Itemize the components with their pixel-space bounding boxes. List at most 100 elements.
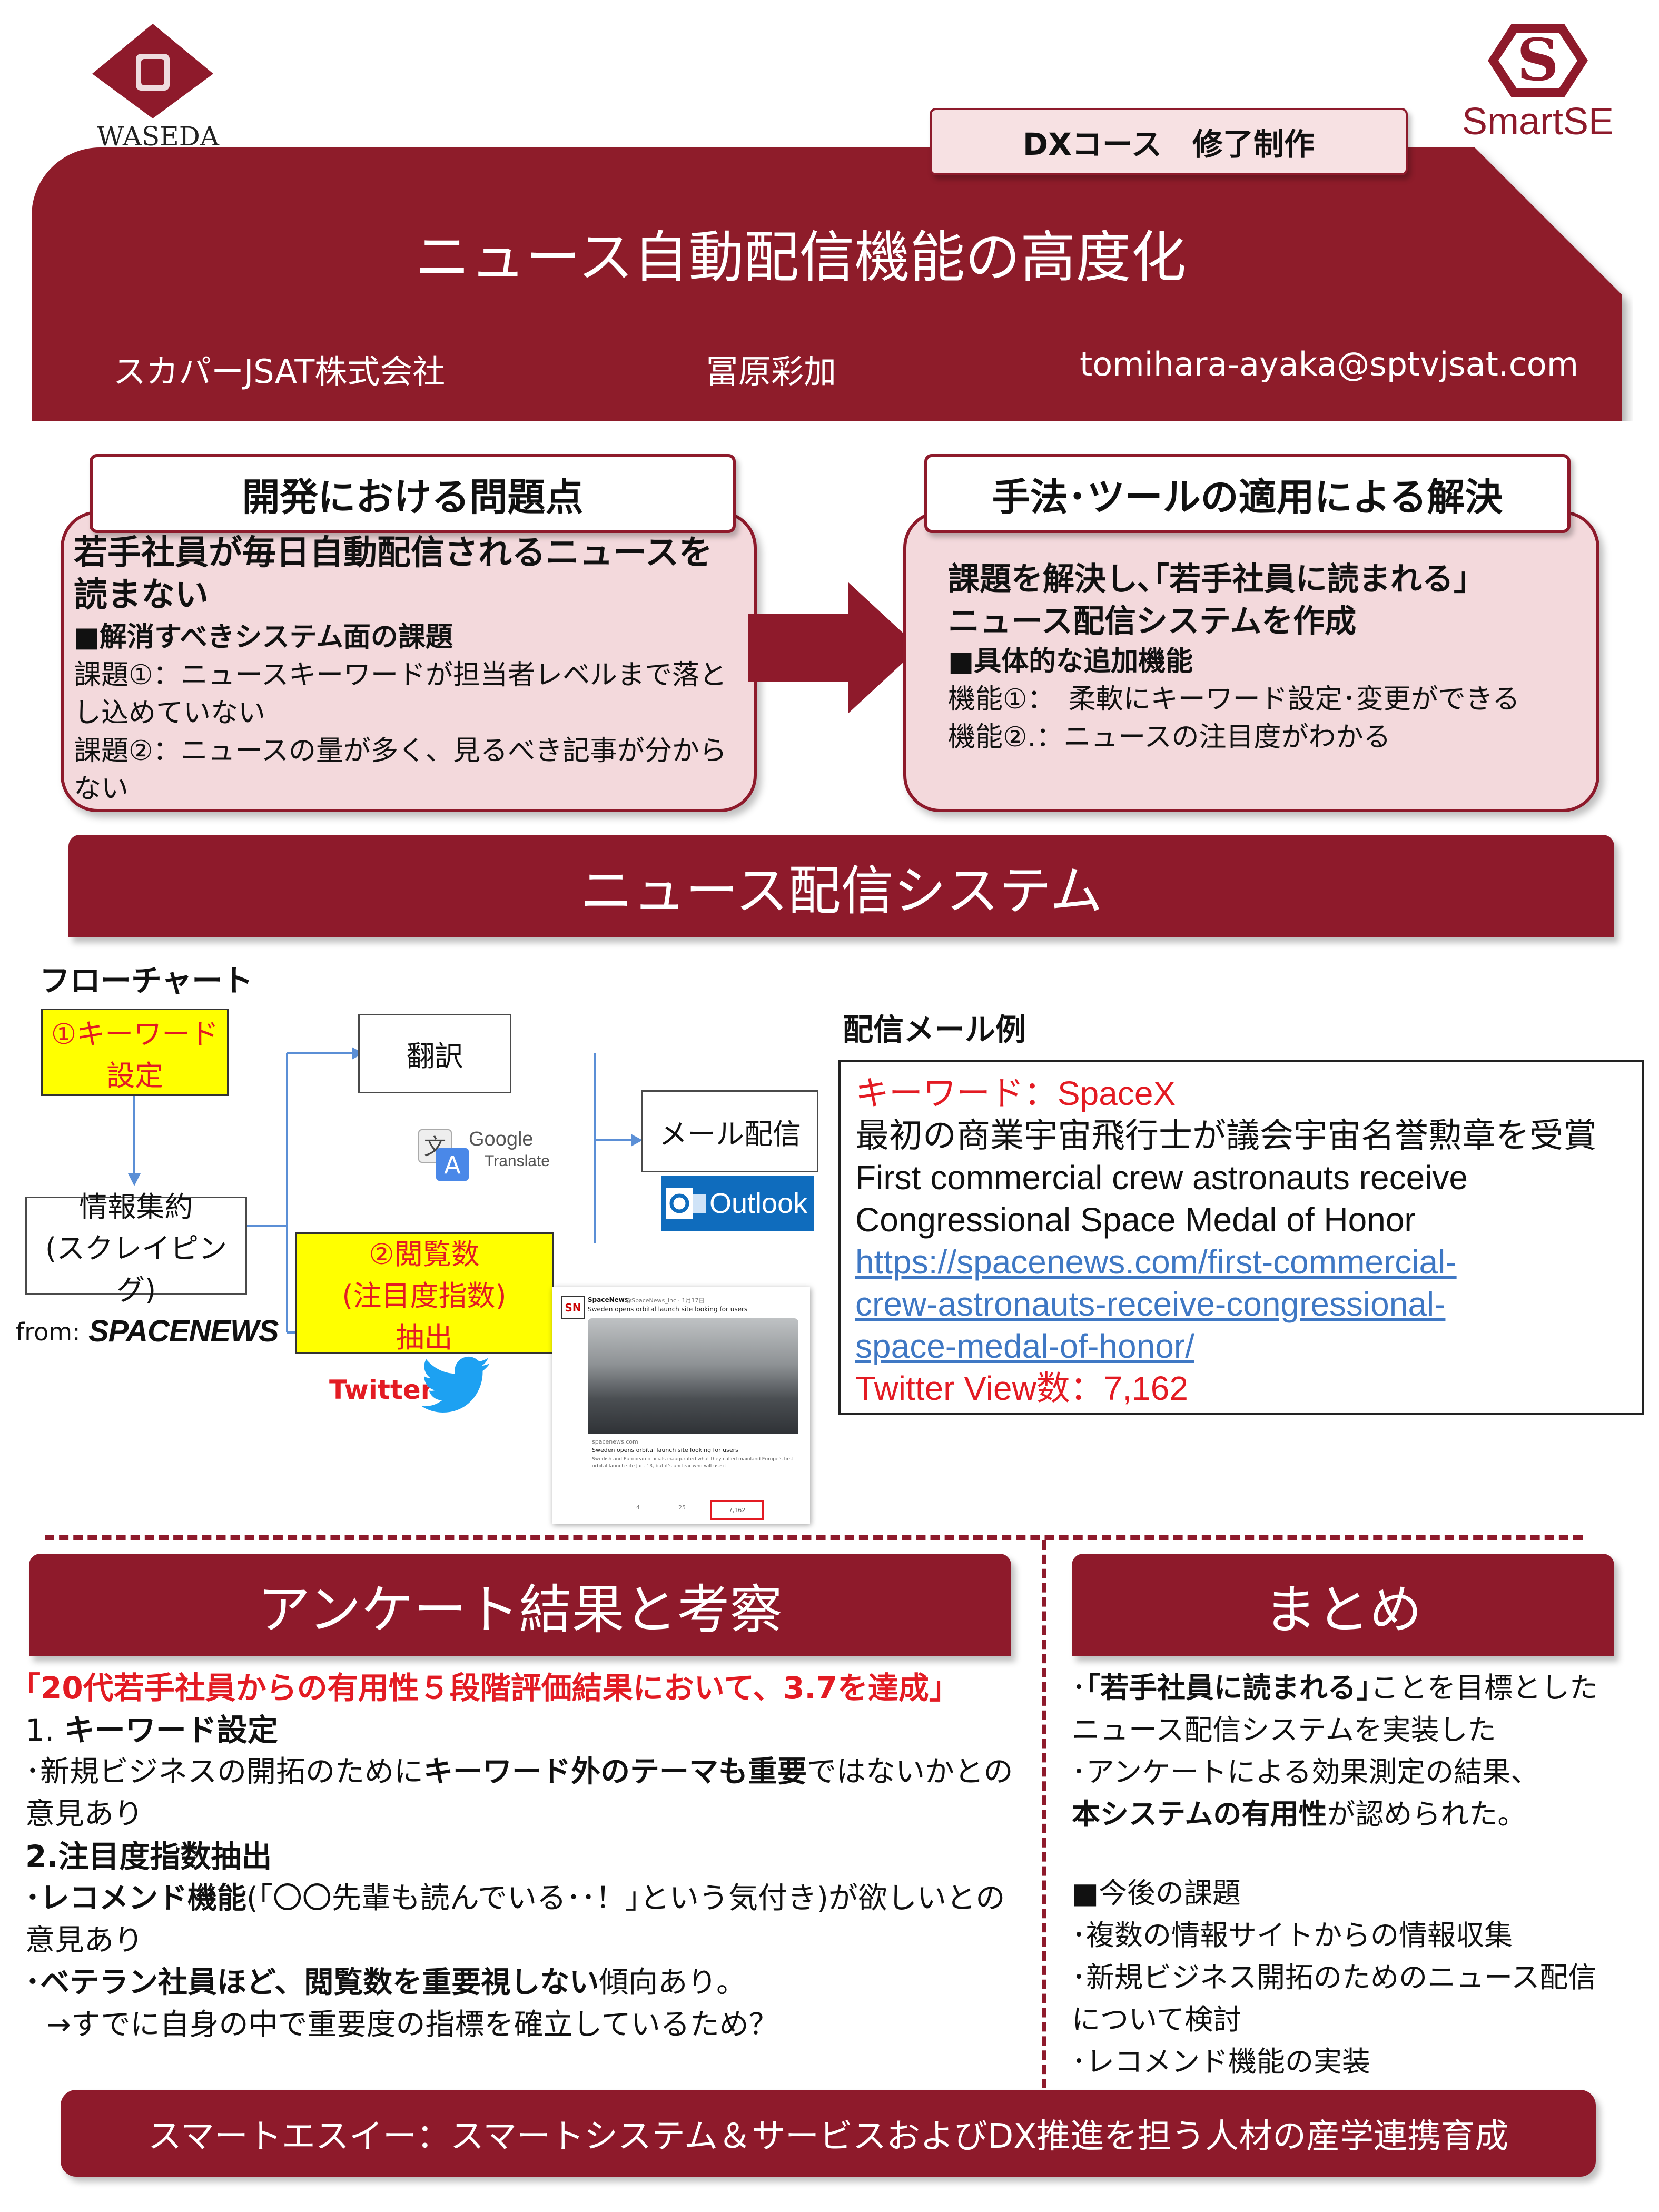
mail-url-1[interactable]: https://spacenews.com/first-commercial- — [855, 1243, 1457, 1281]
tweet-sender: SpaceNews — [588, 1296, 628, 1303]
survey-highlight: ｢20代若手社員からの有用性５段階評価結果において、3.7を達成｣ — [25, 1670, 944, 1706]
outlook-text: Outlook — [709, 1187, 808, 1219]
flow-step-collect: 情報集約 (スクレイピング) — [25, 1190, 247, 1307]
tweet-views-highlight: 7,162 — [710, 1500, 764, 1520]
summary-line-4: 本システムの有用性が認められた。 — [1072, 1793, 1651, 1835]
mail-example-label: 配信メール例 — [843, 1012, 1026, 1048]
svg-text:S: S — [1517, 26, 1558, 94]
solution-lead-1: 課題を解決し､｢若手社員に読まれる｣ — [948, 561, 1469, 598]
flow-step-views-line1: ②閲覧数 — [369, 1238, 480, 1271]
flow-step-views: ②閲覧数 (注目度指数) 抽出 — [295, 1232, 554, 1354]
survey-point-2: ･レコメンド機能(｢〇〇先輩も読んでいる･･！｣という気付き)が欲しいとの — [25, 1878, 1042, 1920]
summary-line-3: ･アンケートによる効果測定の結果、 — [1072, 1755, 1539, 1789]
author-email: tomihara-ayaka@sptvjsat.com — [1080, 345, 1579, 383]
tweet-card-domain: spacenews.com — [592, 1438, 638, 1445]
flow-step-mail-text: メール配信 — [659, 1117, 801, 1151]
flowchart-label: フローチャート — [39, 963, 253, 999]
tweet-card-title: Sweden opens orbital launch site looking… — [592, 1447, 738, 1454]
survey-content: ｢20代若手社員からの有用性５段階評価結果において、3.7を達成｣ 1. キーワ… — [25, 1667, 1042, 2046]
summary-line-1-c: ことを目標とした — [1370, 1671, 1598, 1704]
solution-subheading: ■具体的な追加機能 — [948, 646, 1193, 677]
twitter-bird-icon — [421, 1356, 490, 1413]
survey-point-3: ･ベテラン社員ほど、閲覧数を重要視しない傾向あり。 — [25, 1962, 1042, 2004]
problem-subheading: ■解消すべきシステム面の課題 — [74, 621, 453, 653]
flow-step-translate-text: 翻訳 — [406, 1040, 463, 1073]
summary-line-1: ･｢若手社員に読まれる｣ことを目標とした — [1072, 1667, 1651, 1709]
right-arrow-icon — [748, 582, 919, 714]
summary-line-4-a: 本システムの有用性 — [1072, 1798, 1327, 1831]
survey-point-2-b: (｢〇〇先輩も読んでいる･･！｣という気付き)が欲しいとの — [246, 1881, 1005, 1915]
translate-icon: 文 A — [418, 1129, 469, 1181]
summary-line-4-b: が認められた。 — [1327, 1798, 1526, 1831]
survey-heading-2: 2.注目度指数抽出 — [25, 1839, 272, 1874]
flow-step-translate: 翻訳 — [358, 1014, 511, 1093]
waseda-emblem-icon — [92, 24, 213, 118]
smartse-emblem-icon: S — [1488, 24, 1588, 97]
mail-keyword: キーワード：SpaceX — [855, 1074, 1176, 1112]
problem-heading: 開発における問題点 — [90, 454, 736, 533]
summary-future-1: ･複数の情報サイトからの情報収集 — [1072, 1919, 1513, 1952]
tweet-image — [588, 1318, 798, 1434]
outlook-icon — [666, 1187, 706, 1219]
survey-banner: アンケート結果と考察 — [29, 1554, 1011, 1656]
problem-heading-text: 開発における問題点 — [242, 475, 584, 519]
spacenews-logo: SPACENEWS — [88, 1314, 279, 1348]
summary-future-heading: ■今後の課題 — [1072, 1877, 1241, 1910]
tweet-stat-likes: 25 — [678, 1504, 686, 1511]
survey-heading-1-num: 1. — [25, 1712, 64, 1748]
page-title: ニュース自動配信機能の高度化 — [414, 225, 1187, 290]
author-name: 冨原彩加 — [706, 352, 837, 391]
problem-issue-1: 課題①：ニュースキーワードが担当者レベルまで落とし込めていない — [74, 659, 727, 729]
system-banner: ニュース配信システム — [68, 835, 1614, 937]
company-name: スカパーJSAT株式会社 — [113, 352, 446, 391]
solution-feature-2: 機能②.：ニュースの注目度がわかる — [948, 722, 1391, 753]
mail-title-en-2: Congressional Space Medal of Honor — [855, 1201, 1416, 1239]
survey-banner-text: アンケート結果と考察 — [258, 1579, 783, 1641]
summary-future-2b: について検討 — [1072, 2003, 1242, 2036]
flow-step-collect-line2: (スクレイピング) — [45, 1231, 228, 1307]
system-banner-text: ニュース配信システム — [580, 860, 1103, 922]
tweet-stat-retweets: 4 — [636, 1504, 640, 1511]
tweet-avatar: SN — [561, 1296, 585, 1319]
mail-views: Twitter View数：7,162 — [855, 1369, 1188, 1407]
survey-heading-1: 1. キーワード設定 — [25, 1709, 1042, 1751]
solution-lead-2: ニュース配信システムを作成 — [948, 603, 1357, 640]
mail-url-2[interactable]: crew-astronauts-receive-congressional- — [855, 1285, 1446, 1323]
survey-point-3-b: 傾向あり。 — [599, 1966, 746, 2000]
tweet-views-count: 7,162 — [728, 1506, 746, 1514]
survey-point-1-a: ･新規ビジネスの開拓のために — [25, 1755, 423, 1789]
summary-future-2a: ･新規ビジネス開拓のためのニュース配信 — [1072, 1961, 1597, 1994]
flow-step-collect-line1: 情報集約 — [79, 1190, 193, 1223]
survey-point-4: →すでに自身の中で重要度の指標を確立しているため？ — [46, 2008, 778, 2042]
tweet-screenshot: SN SpaceNews @SpaceNews_Inc · 1月17日 Swed… — [552, 1287, 810, 1524]
problem-content: 若手社員が毎日自動配信されるニュースを読まない ■解消すべきシステム面の課題 課… — [74, 532, 743, 808]
tweet-headline: Sweden opens orbital launch site looking… — [588, 1306, 748, 1313]
course-tag-text: DXコース 修了制作 — [1023, 126, 1315, 162]
summary-line-2: ニュース配信システムを実装した — [1072, 1713, 1496, 1746]
horizontal-divider — [45, 1535, 1583, 1540]
from-label: from: — [16, 1318, 81, 1346]
summary-line-1-a: ･ — [1072, 1671, 1086, 1704]
solution-heading: 手法･ツールの適用による解決 — [924, 454, 1571, 533]
footer-banner: スマートエスイー：スマートシステム＆サービスおよびDX推進を担う人材の産学連携育… — [61, 2090, 1596, 2177]
summary-line-1-b: ｢若手社員に読まれる｣ — [1086, 1671, 1370, 1704]
course-tag: DXコース 修了制作 — [930, 108, 1408, 175]
mail-title-ja: 最初の商業宇宙飛行士が議会宇宙名誉勲章を受賞 — [855, 1117, 1597, 1154]
title-banner — [32, 147, 1622, 421]
translate-text: Translate — [485, 1152, 550, 1170]
smartse-wordmark: SmartSE — [1461, 101, 1614, 143]
survey-heading-1-text: キーワード設定 — [64, 1712, 278, 1748]
smartse-logo: S SmartSE — [1433, 21, 1643, 143]
tweet-handle: @SpaceNews_Inc · 1月17日 — [626, 1297, 705, 1304]
summary-banner-text: まとめ — [1264, 1579, 1422, 1641]
outlook-logo: Outlook — [661, 1176, 814, 1231]
mail-url-3[interactable]: space-medal-of-honor/ — [855, 1327, 1194, 1365]
problem-issue-2: 課題②：ニュースの量が多く、見るべき記事が分からない — [74, 735, 727, 805]
tweet-card-body: Swedish and European officials inaugurat… — [592, 1457, 794, 1469]
flow-step-keyword: ①キーワード 設定 — [41, 1009, 229, 1096]
footer-text: スマートエスイー：スマートシステム＆サービスおよびDX推進を担う人材の産学連携育… — [147, 2117, 1509, 2156]
svg-text:A: A — [444, 1151, 461, 1179]
flow-step-mail: メール配信 — [641, 1090, 818, 1172]
mail-title-en-1: First commercial crew astronauts receive — [855, 1159, 1468, 1197]
solution-feature-1: 機能①： 柔軟にキーワード設定･変更ができる — [948, 684, 1520, 715]
